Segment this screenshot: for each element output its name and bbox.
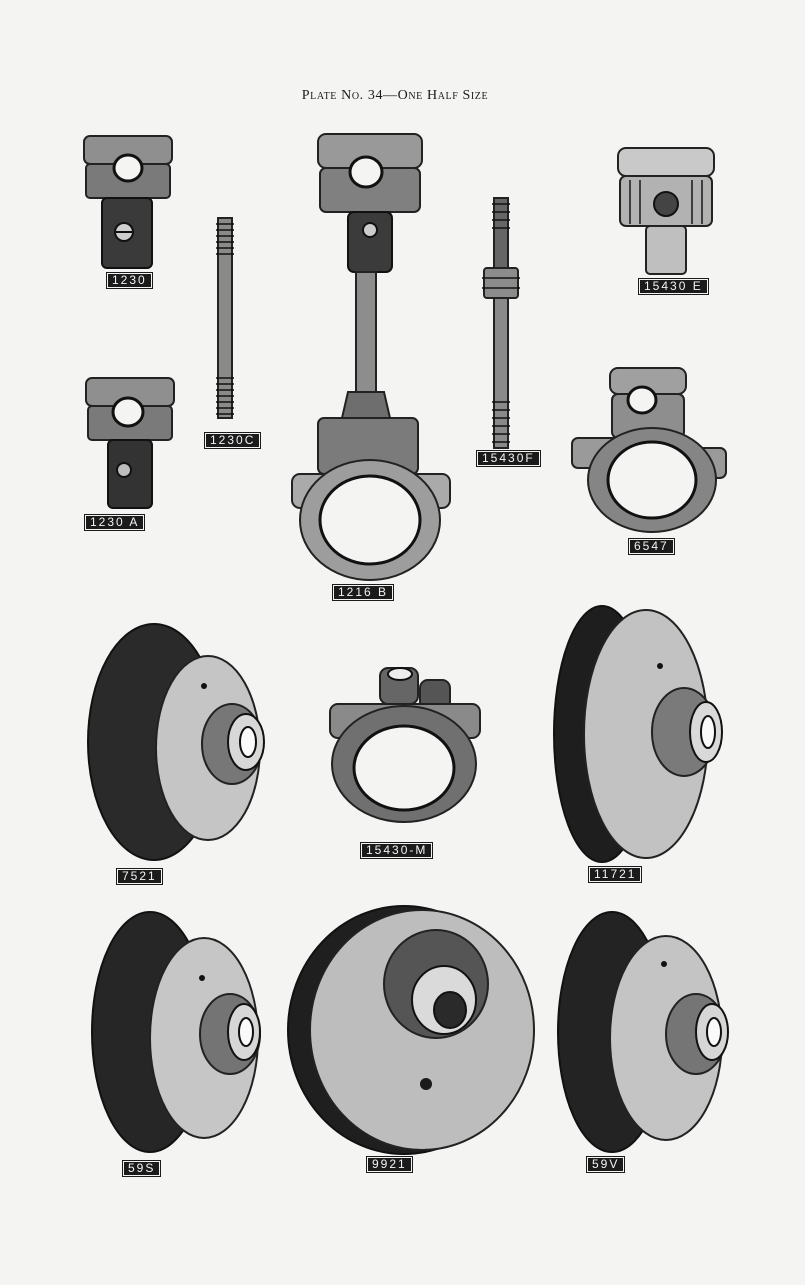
part-label-15430e: 15430 E	[638, 278, 709, 295]
part-11721: 11721	[548, 604, 738, 888]
part-label-6547: 6547	[628, 538, 675, 555]
part-15430e: 15430 E	[616, 144, 716, 304]
part-9921: 9921	[286, 898, 542, 1182]
part-6547-illustration	[566, 362, 736, 538]
part-15430m: 15430-M	[320, 664, 500, 860]
part-label-1216b: 1216 B	[332, 584, 394, 601]
part-15430f: 15430F	[474, 196, 554, 468]
part-label-59v: 59V	[586, 1156, 625, 1173]
part-label-15430m: 15430-M	[360, 842, 433, 859]
part-label-11721: 11721	[588, 866, 642, 883]
part-1230: 1230	[82, 128, 172, 288]
part-59v: 59V	[552, 906, 736, 1182]
part-59s-illustration	[86, 908, 266, 1158]
part-label-59s: 59S	[122, 1160, 161, 1177]
part-label-15430f: 15430F	[476, 450, 541, 467]
part-59v-illustration	[552, 906, 736, 1160]
part-7521-illustration	[82, 620, 272, 864]
part-label-1230c: 1230C	[204, 432, 261, 449]
part-59s: 59S	[86, 908, 266, 1182]
part-label-1230a: 1230 A	[84, 514, 145, 531]
part-15430e-illustration	[616, 144, 716, 284]
part-11721-illustration	[548, 604, 738, 866]
part-1216b-illustration	[290, 128, 460, 588]
part-1216b: 1216 B	[290, 128, 460, 608]
part-1230a: 1230 A	[84, 372, 176, 532]
part-label-9921: 9921	[366, 1156, 413, 1173]
plate-title: Plate No. 34—One Half Size	[0, 88, 790, 104]
part-7521: 7521	[82, 620, 272, 888]
part-label-7521: 7521	[116, 868, 163, 885]
part-label-1230: 1230	[106, 272, 153, 289]
part-15430m-illustration	[320, 664, 500, 840]
part-1230a-illustration	[84, 372, 176, 512]
part-1230-illustration	[82, 128, 172, 278]
part-6547: 6547	[566, 362, 736, 562]
part-9921-illustration	[286, 898, 542, 1160]
part-15430f-illustration	[474, 196, 554, 448]
part-1230c: 1230C	[204, 218, 264, 458]
part-1230c-illustration	[204, 218, 264, 428]
